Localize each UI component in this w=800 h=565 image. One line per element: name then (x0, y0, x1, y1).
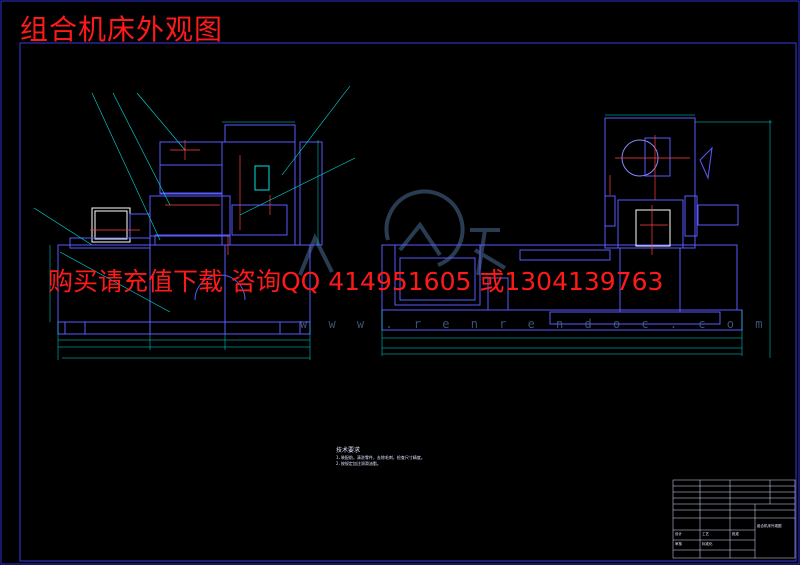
purchase-contact-banner: 购买请充值下载 咨询QQ 414951605 或1304139763 (48, 267, 664, 296)
tech-note-line: 1.装配前，清洗零件，去除毛刺，检查尺寸精度。 (336, 455, 425, 460)
title-block-label: 批准 (732, 532, 739, 536)
right-dimensions (381, 114, 772, 358)
left-view (57, 124, 323, 335)
right-view (381, 117, 743, 331)
left-dimensions (49, 121, 319, 360)
left-leaders (33, 85, 356, 313)
left-centerlines (90, 140, 271, 255)
left-base (57, 321, 311, 335)
title-block-label: 工艺 (702, 532, 709, 536)
tech-notes-heading: 技术要求 (336, 447, 361, 454)
left-motor (91, 207, 131, 243)
drawing-title: 组合机床外观图 (20, 13, 224, 46)
watermark-url: w w w . r e n r e n d o c . c o m (300, 317, 770, 331)
inner-frame (19, 42, 797, 562)
title-block-drawing-name: 组合机床外观图 (757, 524, 782, 528)
title-block-label: 标准化 (702, 542, 713, 546)
right-centerlines (609, 135, 690, 255)
title-block (672, 479, 796, 559)
technical-notes: 技术要求 1.装配前，清洗零件，去除毛刺，检查尺寸精度。 2.按规定加注润滑油脂… (336, 447, 425, 467)
tech-note-line: 2.按规定加注润滑油脂。 (336, 461, 381, 466)
title-block-label: 设计 (675, 532, 682, 536)
title-block-label: 审核 (675, 542, 682, 546)
